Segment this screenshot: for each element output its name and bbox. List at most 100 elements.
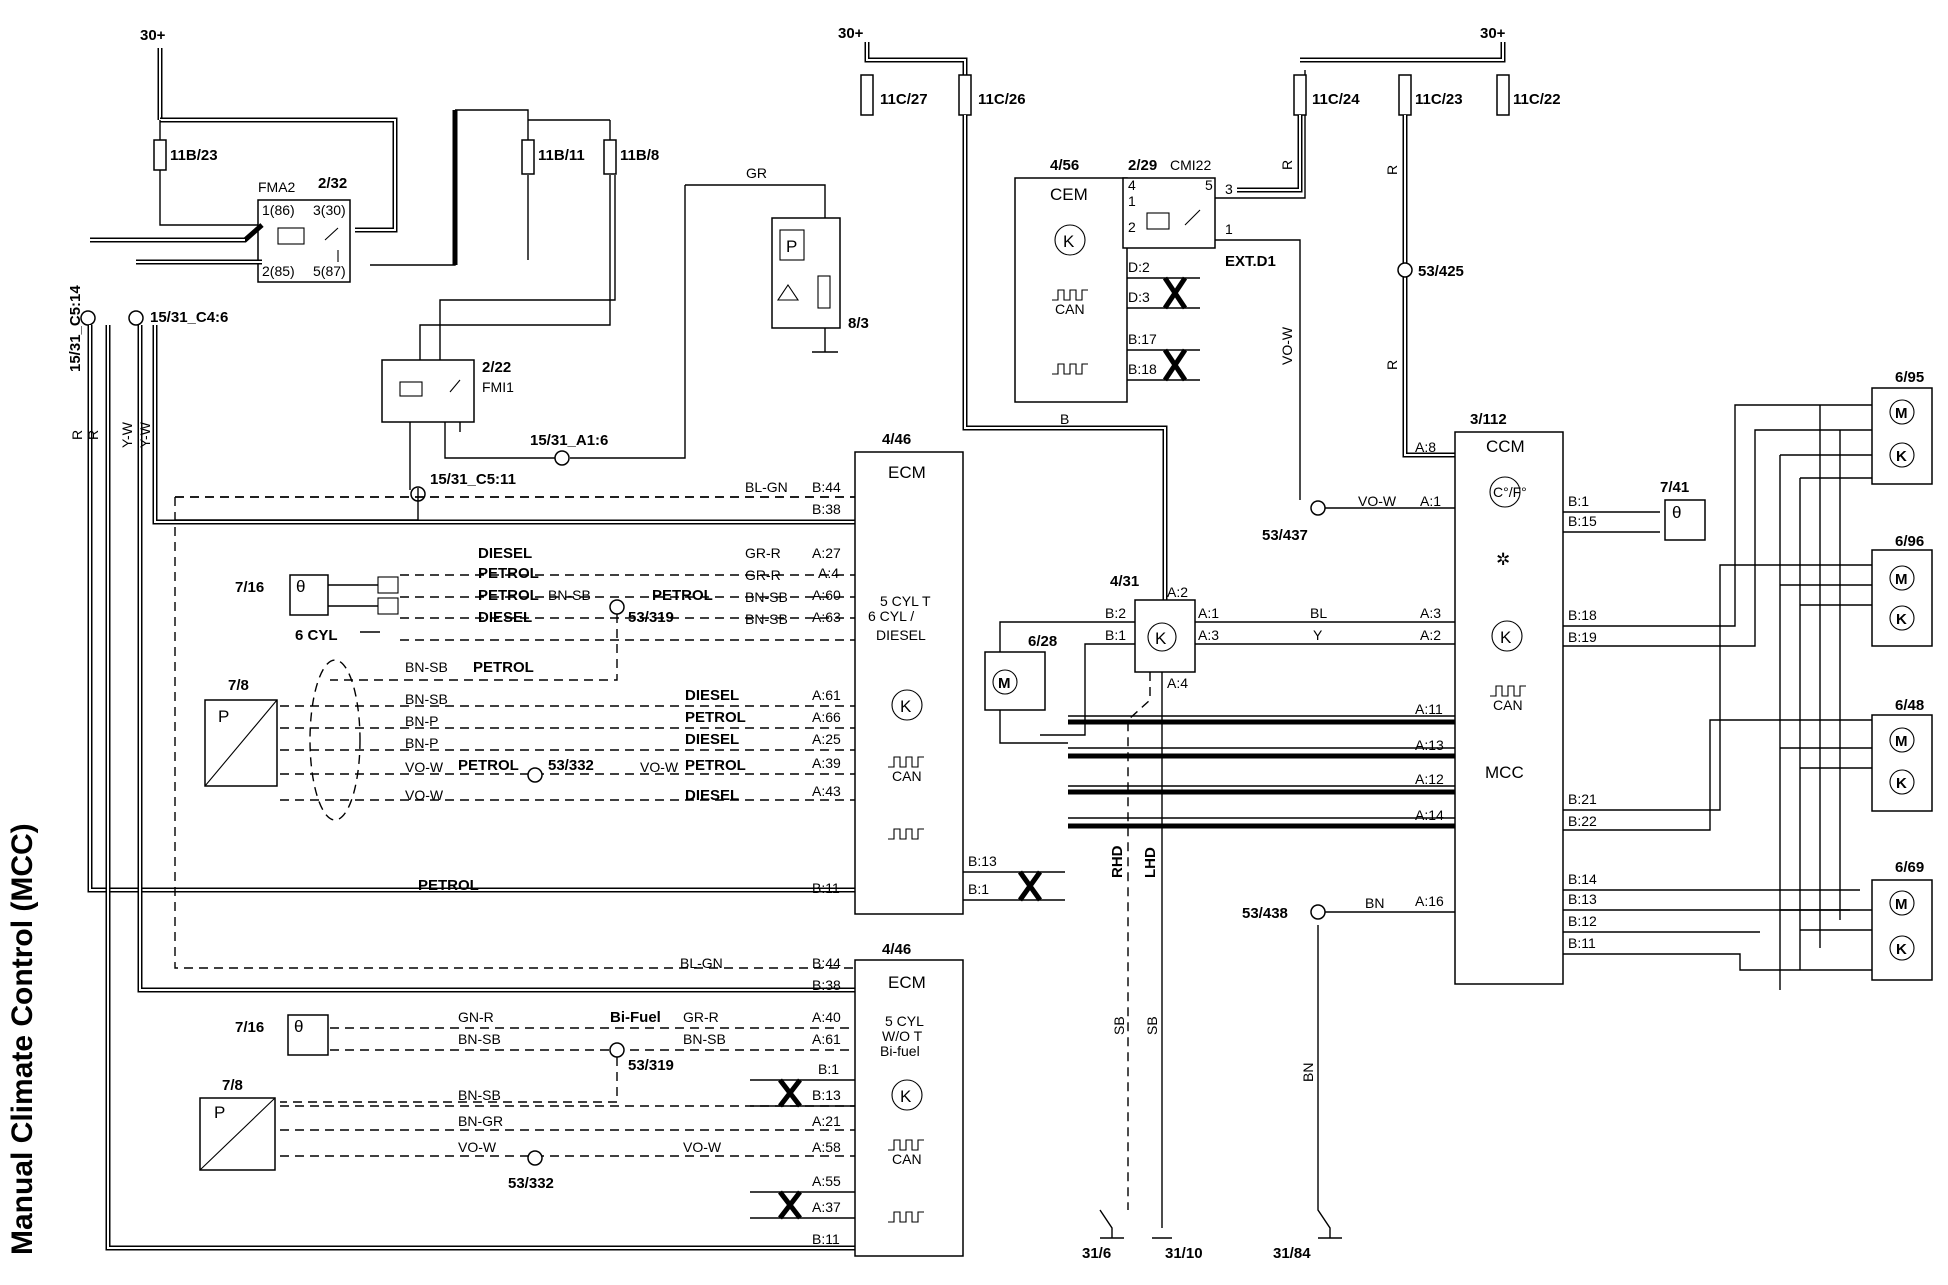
- ecm-a-pin-b13: B:13: [968, 853, 997, 869]
- splice-53-319-a: [609, 599, 625, 615]
- variant-petrol-2: PETROL: [478, 587, 539, 604]
- relay-2-22-name: FMI1: [482, 379, 514, 395]
- wire-vow-a1: VO-W: [405, 759, 444, 775]
- svg-text:θ: θ: [1672, 503, 1681, 522]
- svg-text:M: M: [1895, 896, 1908, 913]
- sensors-variant-a: θ 7/16 6 CYL P 7/8: [204, 574, 399, 821]
- ccm-pin-b22: B:22: [1568, 813, 1597, 829]
- ecm-b-control-icon: [891, 1079, 923, 1111]
- supply-label-mid: 30+: [838, 25, 864, 42]
- module-4-31-pin-b1: B:1: [1105, 627, 1126, 643]
- label-rhd: RHD: [1109, 845, 1126, 878]
- relay-2-32: 2/32 FMA2 1(86) 2(85) 3(30) 5(87): [257, 175, 351, 283]
- ccm-pin-b11: B:11: [1568, 935, 1596, 951]
- fuse-11c24: [1293, 74, 1307, 116]
- wire-bnsb-a5: BN-SB: [405, 691, 448, 707]
- ecm-b-id: 4/46: [882, 941, 911, 958]
- ground-15-31-c5-11: 15/31_C5:11: [430, 471, 516, 488]
- splice-53-319-b: [609, 1042, 625, 1058]
- wire-y: Y: [1313, 627, 1323, 643]
- ecm-a-pin-b11: B:11: [812, 880, 840, 896]
- ecm-b-pin-a21: A:21: [812, 1113, 841, 1129]
- motor-6-95: M K 6/95: [1871, 369, 1933, 485]
- fuse-11b11-label: 11B/11: [538, 147, 585, 164]
- cem-signal-icon: [1052, 363, 1088, 375]
- variant-petrol-6: PETROL: [458, 757, 519, 774]
- ccm-pin-a8: A:8: [1415, 439, 1436, 455]
- motor-6-48-label: 6/48: [1895, 697, 1924, 714]
- fuses-11c-right: 11C/24 11C/23 11C/22 R R R 53/425: [1237, 42, 1561, 458]
- svg-text:M: M: [998, 675, 1011, 692]
- sensor-7-16-a: [289, 574, 329, 616]
- ground-15-31-a1-6: 15/31_A1:6: [530, 432, 608, 449]
- relay-2-29-pin4: 4: [1128, 177, 1136, 193]
- ccm-pin-b19: B:19: [1568, 629, 1597, 645]
- module-4-31-pin-a1: A:1: [1198, 605, 1219, 621]
- relay-2-32-pin1: 1(86): [262, 202, 295, 218]
- wire-bnp-a1: BN-P: [405, 713, 438, 729]
- sensor-7-41-label: 7/41: [1660, 479, 1689, 496]
- wire-sb-2: SB: [1144, 1016, 1160, 1035]
- ccm-pin-a11: A:11: [1415, 701, 1443, 717]
- wire-r-11c24: R: [1279, 160, 1295, 170]
- left-harness: R R Y-W Y-W PETROL: [69, 223, 855, 1251]
- ccm-pin-b13: B:13: [1568, 891, 1597, 907]
- ecm-a-can-icon: [888, 756, 924, 768]
- ecm-b-pin-b13: B:13: [812, 1087, 841, 1103]
- splice-53-332-b: [527, 1150, 543, 1166]
- ccm-pin-b15: B:15: [1568, 513, 1597, 529]
- wire-bnsb-b1: BN-SB: [458, 1031, 501, 1047]
- variant-petrol-4: PETROL: [473, 659, 534, 676]
- ccm-temp-unit: C°/F°: [1493, 484, 1527, 500]
- ecm-a-wiring: B:44 B:38 A:27 A:4 A:60 A:63 A:61 A:66 A…: [175, 479, 1065, 902]
- module-4-31-pin-a3: A:3: [1198, 627, 1219, 643]
- relay-2-29: 2/29 CMI22 4 1 2 5 3 1 EXT.D1 VO-W: [1122, 70, 1306, 500]
- wire-r-left-1: R: [69, 430, 85, 440]
- wire-bnsb-a4: BN-SB: [405, 659, 448, 675]
- ccm-mcc-label: MCC: [1485, 763, 1524, 782]
- ecm-b-desc-1: 5 CYL: [885, 1013, 924, 1029]
- ccm-can: CAN: [1493, 697, 1523, 713]
- cem-pin-d2: D:2: [1128, 259, 1150, 275]
- sensor-7-16-b-label: 7/16: [235, 1019, 264, 1036]
- relay-2-29-pin2: 2: [1128, 219, 1136, 235]
- wire-bn-ccm: BN: [1365, 895, 1384, 911]
- variant-petrol-5: PETROL: [685, 709, 746, 726]
- wire-bl: BL: [1310, 605, 1327, 621]
- ecm-a-pin-a27: A:27: [812, 545, 841, 561]
- ecm-a-pin-a4: A:4: [818, 565, 839, 581]
- variant-petrol-7: PETROL: [685, 757, 746, 774]
- wire-b-mid: B: [1060, 411, 1069, 427]
- ecm-a-desc-3: DIESEL: [876, 627, 926, 643]
- wire-sb-1: SB: [1111, 1016, 1127, 1035]
- cem-pin-b17: B:17: [1128, 331, 1157, 347]
- ecm-b-desc-2: W/O T: [882, 1028, 923, 1044]
- cem-id: 4/56: [1050, 157, 1079, 174]
- variant-diesel-1: DIESEL: [478, 545, 532, 562]
- ecm-a-pin-b1: B:1: [968, 881, 989, 897]
- wire-yw-left-1: Y-W: [119, 421, 135, 448]
- svg-text:K: K: [1155, 629, 1167, 648]
- cem-can: CAN: [1055, 301, 1085, 317]
- svg-text:P: P: [218, 707, 229, 726]
- ecm-a-pin-a63: A:63: [812, 609, 841, 625]
- wire-vow-b2: VO-W: [683, 1139, 722, 1155]
- relay-2-29-pin3: 3: [1225, 181, 1233, 197]
- ecm-b-pin-a55: A:55: [812, 1173, 841, 1189]
- wire-vow-a3: VO-W: [640, 759, 679, 775]
- sensor-7-16-b: [287, 1014, 329, 1056]
- sensor-p-label: P: [786, 237, 797, 256]
- svg-text:K: K: [1896, 611, 1907, 628]
- ecm-a: 4/46 ECM 5 CYL T 6 CYL / DIESEL K CAN: [854, 431, 964, 915]
- ground-points-left: 15/31_C4:6 15/31_C5:14 15/31_A1:6 15/31_…: [67, 285, 608, 502]
- fuse-11b23: [153, 139, 167, 171]
- wire-petrol-b11: PETROL: [418, 877, 479, 894]
- wire-bnsb-b2: BN-SB: [683, 1031, 726, 1047]
- svg-text:θ: θ: [294, 1017, 303, 1036]
- wire-bngr-b: BN-GR: [458, 1113, 503, 1129]
- ccm-pin-b21: B:21: [1568, 791, 1597, 807]
- variant-petrol-1: PETROL: [478, 565, 539, 582]
- variant-diesel-4: DIESEL: [685, 731, 739, 748]
- ground-15-31-c4-6: 15/31_C4:6: [150, 309, 228, 326]
- wire-grr-a1: GR-R: [745, 545, 781, 561]
